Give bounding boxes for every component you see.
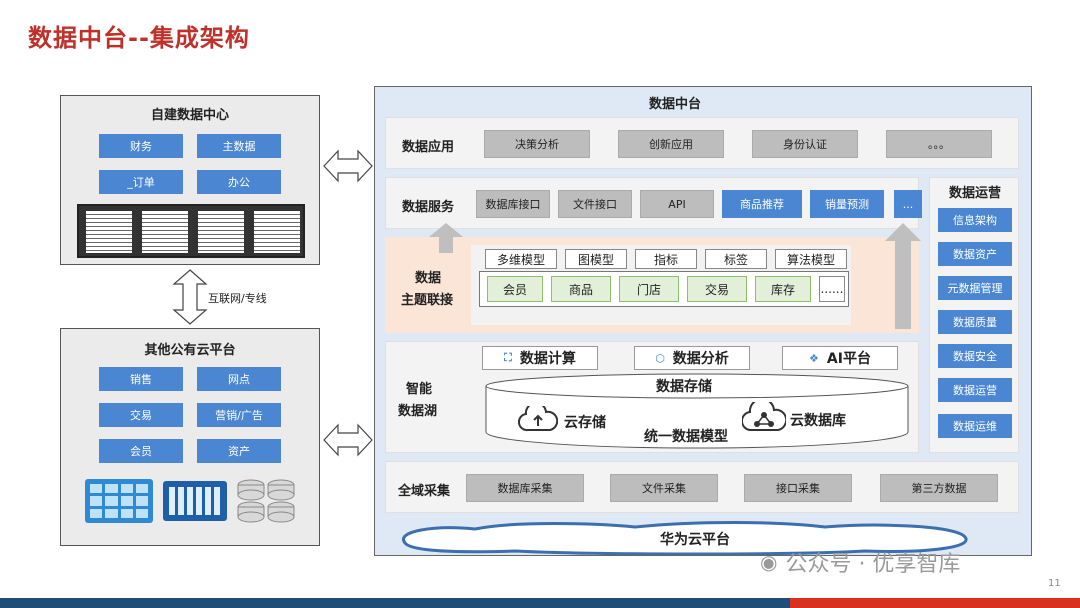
page-number: 11 — [1048, 578, 1061, 589]
page-title: 数据中台--集成架构 — [28, 24, 250, 52]
ops-item: 数据运营 — [938, 378, 1012, 402]
datacenter-item: 财务 — [99, 134, 183, 158]
datacenter-item: _订单 — [99, 170, 183, 194]
watermark: ◉ 公众号 · 优享智库 — [760, 546, 960, 578]
model-tag: 图模型 — [565, 249, 627, 269]
cloud-platform-label: 华为云平台 — [660, 532, 730, 548]
theme-connection-band: 数据 主题联接 多维模型 图模型 指标 标签 算法模型 会员 商品 门店 交易 … — [385, 237, 919, 333]
tool-label: AI平台 — [826, 351, 871, 367]
entity-box: 交易 — [687, 276, 747, 302]
collect-item: 文件采集 — [610, 474, 718, 502]
data-compute-box: ⛶ 数据计算 — [482, 346, 598, 370]
entity-box: 门店 — [619, 276, 679, 302]
ops-item: 信息架构 — [938, 208, 1012, 232]
ops-title: 数据运营 — [948, 186, 1001, 201]
app-item: 身份认证 — [752, 130, 858, 158]
datacenter-item: 办公 — [197, 170, 281, 194]
server-panel-icon — [163, 481, 227, 521]
ai-icon: ❖ — [809, 351, 819, 365]
cloud-database-label: 云数据库 — [790, 413, 846, 429]
entity-box: 会员 — [487, 276, 543, 302]
entity-box: ...... — [819, 276, 845, 302]
cloud-item: 网点 — [197, 367, 281, 391]
collect-item: 接口采集 — [744, 474, 852, 502]
ai-platform-box: ❖ AI平台 — [782, 346, 898, 370]
ops-item: 数据质量 — [938, 310, 1012, 334]
entity-box: 库存 — [755, 276, 811, 302]
collect-item: 第三方数据 — [880, 474, 998, 502]
analysis-icon: ⬡ — [655, 351, 665, 365]
app-item: 决策分析 — [484, 130, 590, 158]
service-item: 数据库接口 — [476, 190, 550, 218]
full-collection-band: 全域采集 数据库采集 文件采集 接口采集 第三方数据 — [385, 461, 1019, 513]
cloud-item: 销售 — [99, 367, 183, 391]
tool-label: 数据分析 — [672, 351, 729, 367]
model-tag: 标签 — [705, 249, 767, 269]
collect-item: 数据库采集 — [466, 474, 584, 502]
service-item: 文件接口 — [558, 190, 632, 218]
band-label-line2: 主题联接 — [401, 293, 454, 308]
band-label-line2: 数据湖 — [398, 404, 438, 419]
cloud-platform-shape — [401, 521, 968, 555]
app-item: 。。。 — [886, 130, 992, 158]
horizontal-double-arrow-icon — [323, 149, 373, 183]
band-label: 数据服务 — [402, 200, 455, 215]
grid-storage-icon — [85, 479, 153, 523]
entity-box: 商品 — [551, 276, 611, 302]
cloud-database-icon — [742, 402, 786, 432]
cloud-storage-icon — [518, 406, 558, 432]
data-middle-platform-panel: 数据中台 数据应用 决策分析 创新应用 身份认证 。。。 数据服务 数据库接口 … — [374, 86, 1032, 556]
wechat-icon: ◉ — [760, 550, 778, 574]
data-service-band: 数据服务 数据库接口 文件接口 API 商品推荐 销量预测 ... — [385, 177, 922, 229]
horizontal-double-arrow-icon — [323, 423, 373, 457]
service-item: 商品推荐 — [722, 190, 802, 218]
ops-item: 数据资产 — [938, 242, 1012, 266]
compute-icon: ⛶ — [504, 351, 512, 364]
band-label-line1: 数据 — [415, 271, 442, 286]
cloud-item: 会员 — [99, 439, 183, 463]
cloud-item: 营销/广告 — [197, 403, 281, 427]
storage-cylinder — [485, 373, 909, 449]
cloud-item: 交易 — [99, 403, 183, 427]
data-application-band: 数据应用 决策分析 创新应用 身份认证 。。。 — [385, 117, 1019, 169]
ops-item: 元数据管理 — [938, 276, 1012, 300]
smart-data-lake-band: 智能 数据湖 ⛶ 数据计算 ⬡ 数据分析 ❖ AI平台 数据存储 云存储 — [385, 341, 919, 453]
footer-bar-blue — [0, 598, 790, 608]
datacenter-item: 主数据 — [197, 134, 281, 158]
database-disks-icon — [237, 479, 295, 523]
service-item: ... — [894, 190, 922, 218]
ops-item: 数据运维 — [938, 414, 1012, 438]
model-tag: 多维模型 — [485, 249, 557, 269]
panel-title: 自建数据中心 — [150, 108, 229, 123]
panel-title: 其他公有云平台 — [144, 343, 236, 358]
service-item: API — [640, 190, 714, 218]
server-rack-icon — [77, 204, 305, 258]
public-cloud-panel: 其他公有云平台 销售 网点 交易 营销/广告 会员 资产 — [60, 328, 320, 546]
tool-label: 数据计算 — [519, 351, 576, 367]
up-arrow-icon — [429, 223, 463, 253]
unified-model-label: 统一数据模型 — [644, 429, 728, 445]
model-tag: 算法模型 — [775, 249, 847, 269]
storage-title: 数据存储 — [656, 379, 712, 395]
footer-bar-red — [790, 598, 1080, 608]
band-label-line1: 智能 — [406, 382, 433, 397]
cloud-item: 资产 — [197, 439, 281, 463]
connection-label: 互联网/专线 — [208, 292, 267, 305]
band-label: 数据应用 — [402, 140, 455, 155]
service-item: 销量预测 — [810, 190, 884, 218]
up-arrow-icon — [885, 223, 921, 329]
ops-item: 数据安全 — [938, 344, 1012, 368]
band-label: 全域采集 — [398, 484, 451, 499]
platform-title: 数据中台 — [648, 97, 701, 112]
watermark-text: 公众号 · 优享智库 — [785, 552, 961, 577]
app-item: 创新应用 — [618, 130, 724, 158]
cloud-storage-label: 云存储 — [564, 415, 606, 431]
data-operations-column: 数据运营 信息架构 数据资产 元数据管理 数据质量 数据安全 数据运营 数据运维 — [929, 177, 1019, 453]
self-built-datacenter-panel: 自建数据中心 财务 主数据 _订单 办公 — [60, 95, 320, 265]
model-tag: 指标 — [635, 249, 697, 269]
data-analysis-box: ⬡ 数据分析 — [634, 346, 750, 370]
vertical-double-arrow-icon — [172, 269, 208, 325]
